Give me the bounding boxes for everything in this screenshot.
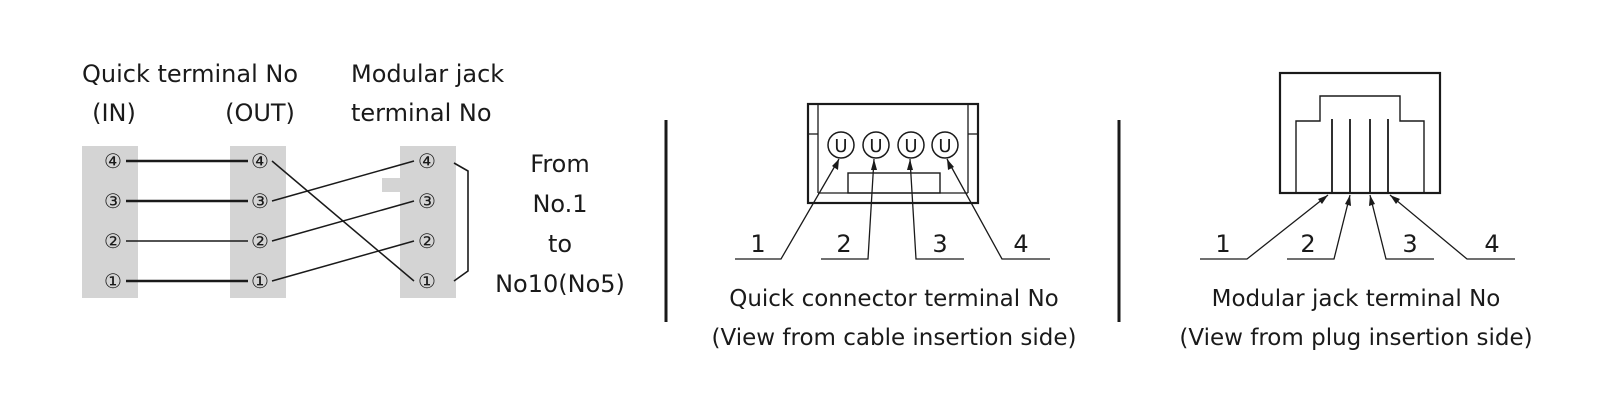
qc-leader-3 <box>909 158 964 260</box>
out-pin-2: ② <box>251 229 269 253</box>
modular-jack-contacts <box>1331 119 1389 193</box>
mj-arrow-2 <box>1345 195 1351 206</box>
in-pin-1: ① <box>104 269 122 293</box>
qc-pin-circle-2 <box>862 131 890 159</box>
mj-caption-line1: Modular jack terminal No <box>1212 286 1501 312</box>
wire-out2-mod3 <box>271 200 415 242</box>
wiring-section: Quick terminal No (IN) (OUT) Modular jac… <box>82 60 625 298</box>
out-pin-4: ④ <box>251 149 269 173</box>
mj-arrow-3 <box>1369 195 1375 206</box>
out-pin-3: ③ <box>251 189 269 213</box>
qc-arrow-4 <box>947 159 954 170</box>
qc-leader-1 <box>735 158 840 260</box>
quick-terminal-title: Quick terminal No <box>82 60 298 88</box>
wire-out1-mod2 <box>271 240 415 282</box>
from-line-3: to <box>548 230 572 258</box>
range-bracket <box>453 162 469 282</box>
mj-caption-line2: (View from plug insertion side) <box>1179 325 1532 351</box>
quick-connector-leaders <box>735 158 1050 260</box>
qc-pin-circle-1 <box>827 131 855 159</box>
in-pin-4: ④ <box>104 149 122 173</box>
quick-connector-housing <box>806 102 980 205</box>
mj-number-2: 2 <box>1300 230 1315 258</box>
qc-arrow-3 <box>907 159 913 170</box>
in-pin-2: ② <box>104 229 122 253</box>
out-terminal-block <box>230 146 286 298</box>
from-line-1: From <box>530 150 589 178</box>
qc-number-3: 3 <box>932 230 947 258</box>
qc-pin-glyph-2: U <box>869 136 882 157</box>
mj-number-1: 1 <box>1215 230 1230 258</box>
out-pin-1: ① <box>251 269 269 293</box>
qc-number-2: 2 <box>836 230 851 258</box>
wires <box>126 159 415 283</box>
modular-jack-housing <box>1278 71 1442 195</box>
mj-number-3: 3 <box>1402 230 1417 258</box>
in-pins: ④ ③ ② ① <box>104 149 122 293</box>
modular-title-line1: Modular jack <box>351 60 504 88</box>
from-line-4: No10(No5) <box>495 270 625 298</box>
modular-terminal-block <box>382 146 456 298</box>
release-lever <box>847 172 941 194</box>
qc-leader-4 <box>946 158 1050 260</box>
modular-pin-1: ① <box>418 269 436 293</box>
qc-pin-glyph-1: U <box>834 136 847 157</box>
mj-leader-1 <box>1200 194 1329 260</box>
mj-leader-3 <box>1369 194 1434 260</box>
modular-jack-leaders <box>1200 194 1515 260</box>
mj-number-4: 4 <box>1484 230 1499 258</box>
qc-pin-circle-3 <box>897 131 925 159</box>
mj-leader-2 <box>1287 194 1351 260</box>
qc-pin-glyph-3: U <box>904 136 917 157</box>
qc-leader-2 <box>821 158 875 260</box>
wire-out3-mod4 <box>271 160 415 202</box>
modular-jack-section: 1 2 3 4 Modular jack terminal No (View f… <box>1179 71 1533 351</box>
out-label: (OUT) <box>225 99 295 127</box>
modular-pin-2: ② <box>418 229 436 253</box>
mj-leader-4 <box>1389 194 1515 260</box>
in-pin-3: ③ <box>104 189 122 213</box>
qc-number-4: 4 <box>1013 230 1028 258</box>
modular-jack-opening <box>1295 95 1425 193</box>
qc-arrow-1 <box>832 159 839 170</box>
qc-caption-line2: (View from cable insertion side) <box>712 325 1077 351</box>
modular-pin-3: ③ <box>418 189 436 213</box>
quick-connector-section: U U U U 1 2 3 4 Quick connector terminal… <box>712 102 1077 351</box>
mj-arrow-1 <box>1318 195 1328 204</box>
qc-pin-glyph-4: U <box>938 136 951 157</box>
mj-arrow-4 <box>1390 195 1400 204</box>
quick-connector-pins: U U U U <box>827 131 959 159</box>
qc-caption-line1: Quick connector terminal No <box>729 286 1059 312</box>
out-pins: ④ ③ ② ① <box>251 149 269 293</box>
in-terminal-block <box>82 146 138 298</box>
from-range-text: From No.1 to No10(No5) <box>495 150 625 298</box>
from-line-2: No.1 <box>532 190 587 218</box>
in-label: (IN) <box>92 99 136 127</box>
qc-number-1: 1 <box>750 230 765 258</box>
qc-arrow-2 <box>871 159 877 170</box>
qc-pin-circle-4 <box>931 131 959 159</box>
modular-title-line2: terminal No <box>351 99 492 127</box>
modular-pin-4: ④ <box>418 149 436 173</box>
modular-pins: ④ ③ ② ① <box>418 149 436 293</box>
